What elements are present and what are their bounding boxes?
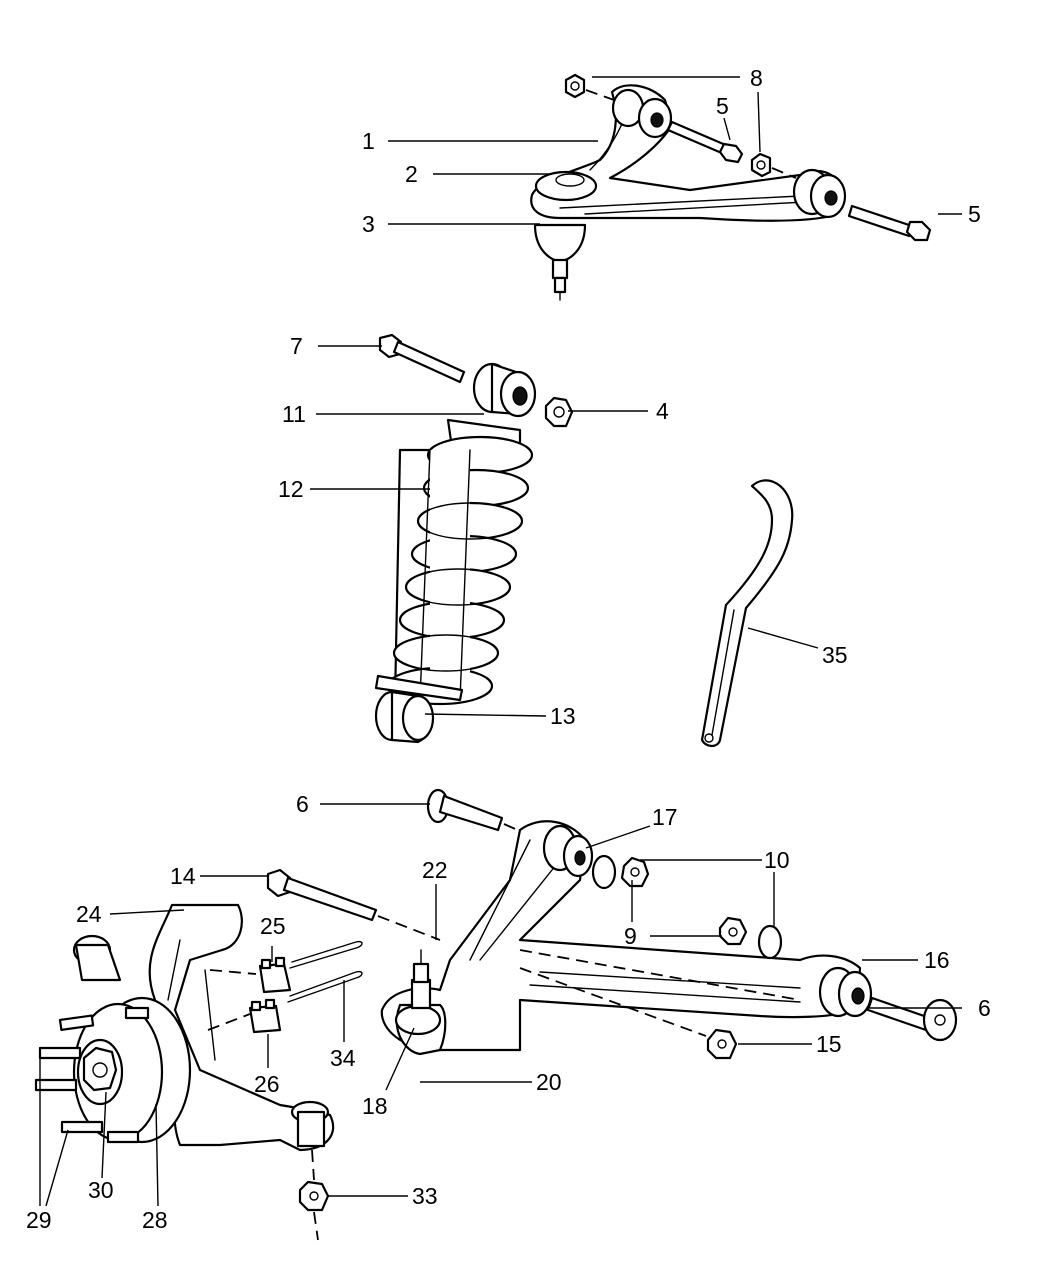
callout-8-top: 8	[750, 65, 763, 91]
callout-10-top: 10	[764, 847, 790, 873]
hub-bearing	[72, 996, 192, 1144]
nut-8-right	[750, 152, 772, 178]
callout-9: 9	[624, 923, 637, 949]
callout-7: 7	[290, 333, 303, 359]
upper-control-arm	[530, 84, 840, 222]
callout-35: 35	[822, 642, 848, 668]
lower-control-arm-assembly	[380, 788, 958, 1060]
callout-3: 3	[362, 211, 375, 237]
callout-30: 29	[26, 1207, 52, 1233]
callout-28: 28	[142, 1207, 168, 1233]
nut-8-left	[564, 73, 586, 99]
callout-4: 4	[656, 398, 669, 424]
castle-nut-26	[248, 998, 282, 1034]
callout-labels: 8 1 2 3 5 5 7 11 4 12 13 35 6 17 10 22 1…	[26, 65, 991, 1233]
callout-14: 14	[170, 863, 196, 889]
callout-20: 20	[536, 1069, 562, 1095]
cam-washer-10-lower	[757, 924, 783, 960]
callout-5-rear: 5	[968, 201, 981, 227]
bolt-6-lower	[866, 996, 958, 1042]
spanner-wrench	[700, 479, 794, 748]
castle-nut-25	[258, 956, 292, 994]
wheel-studs	[34, 1006, 150, 1144]
coil-spring	[386, 435, 534, 706]
shock-absorber-assembly	[374, 333, 574, 744]
nut-33	[298, 1180, 330, 1212]
leader-lines	[39, 76, 962, 1207]
callout-2: 2	[405, 161, 418, 187]
ball-joint-body	[533, 223, 587, 264]
bolt-6-upper	[426, 788, 504, 832]
cotter-pins	[287, 940, 363, 1003]
callout-11: 11	[282, 401, 306, 427]
callout-15: 15	[816, 1031, 842, 1057]
callout-12: 12	[278, 476, 304, 502]
bolt-14	[266, 868, 378, 922]
callout-22: 22	[422, 857, 448, 883]
callout-29: 30	[88, 1177, 114, 1203]
nut-4	[544, 396, 574, 428]
steering-knuckle	[148, 903, 335, 1152]
callout-26: 26	[254, 1071, 280, 1097]
callout-16: 16	[924, 947, 950, 973]
upper-control-arm-assembly	[530, 73, 932, 301]
nut-9-upper	[620, 856, 650, 888]
callout-24: 24	[76, 901, 102, 927]
callout-13: 13	[550, 703, 576, 729]
callout-5-front: 5	[716, 93, 729, 119]
callout-1: 1	[362, 128, 375, 154]
nut-15	[706, 1028, 738, 1060]
callout-6-bottom: 6	[978, 995, 991, 1021]
bolt-5-front	[666, 120, 744, 164]
bolt-5-rear	[847, 204, 932, 242]
callout-25: 25	[260, 913, 286, 939]
callout-18: 18	[362, 1093, 388, 1119]
callout-33: 33	[412, 1183, 438, 1209]
callout-34: 34	[330, 1045, 356, 1071]
callout-17: 17	[652, 804, 678, 830]
nut-9-lower	[718, 916, 748, 946]
callout-6-top: 6	[296, 791, 309, 817]
steering-knuckle-assembly	[34, 868, 441, 1241]
cam-washer-10-upper	[591, 854, 617, 890]
bolt-7	[378, 333, 466, 384]
